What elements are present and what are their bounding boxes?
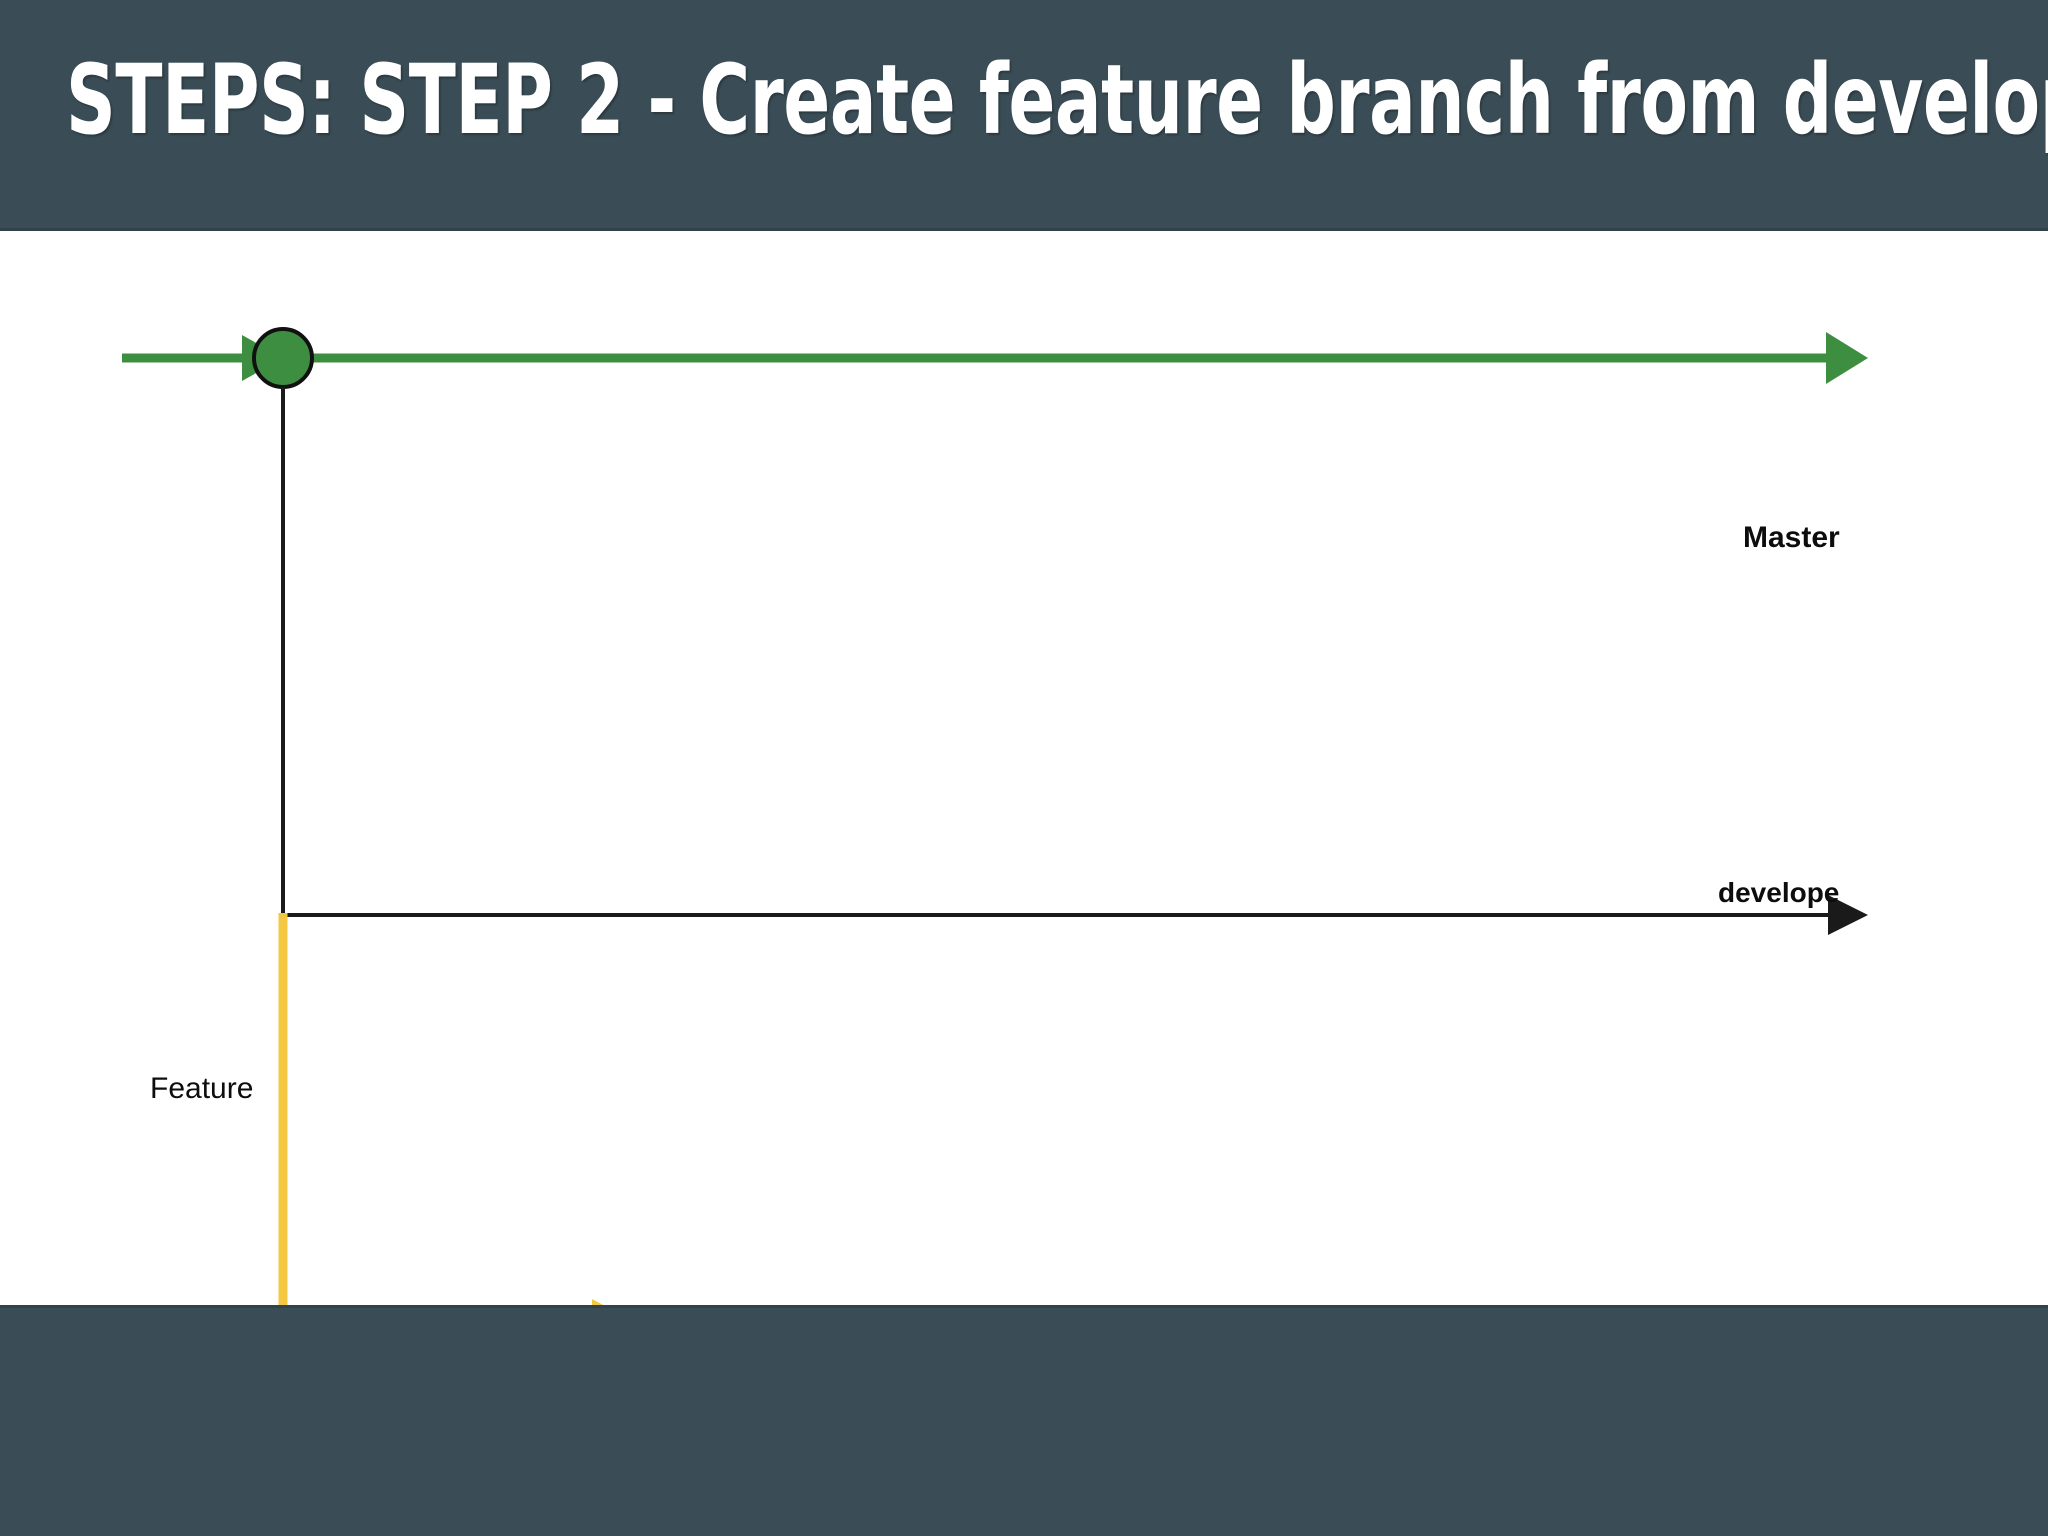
page-title: STEPS: STEP 2 - Create feature branch fr… xyxy=(66,44,2048,156)
slide-footer-band xyxy=(0,1305,2048,1536)
develope-branch-line xyxy=(282,895,1868,935)
branch-label-master: Master xyxy=(1743,521,1840,554)
commit-node-master[interactable] xyxy=(252,327,314,389)
feature-branch-line xyxy=(592,1299,604,1305)
feature-line-arrowhead xyxy=(592,1299,604,1305)
branch-diagram-graphic xyxy=(122,327,1868,1305)
branch-label-develope: develope xyxy=(1718,877,1840,908)
master-branch-line xyxy=(122,332,1868,384)
git-flow-diagram: Master develope Feature xyxy=(0,231,2048,1305)
master-line-arrowhead xyxy=(1826,332,1868,384)
develope-line-arrowhead xyxy=(1828,895,1868,935)
slide-header-band: STEPS: STEP 2 - Create feature branch fr… xyxy=(0,0,2048,231)
branch-label-feature: Feature xyxy=(150,1072,254,1105)
